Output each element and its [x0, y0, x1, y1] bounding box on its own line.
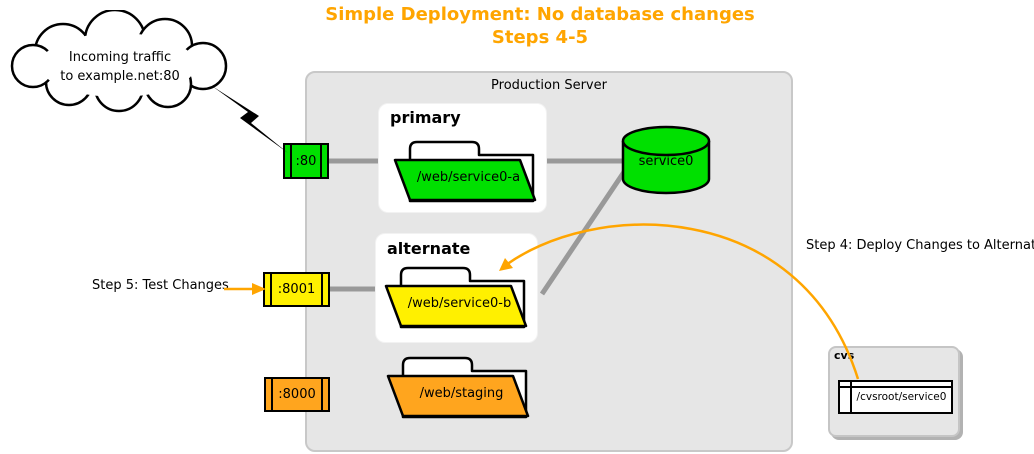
primary-zone-label: primary	[390, 108, 461, 127]
cloud-icon	[10, 10, 228, 113]
title-line-1: Simple Deployment: No database changes	[325, 4, 755, 25]
port-8000: :8000	[264, 377, 330, 412]
database-label: service0	[638, 154, 694, 169]
step5-annotation: Step 5: Test Changes	[92, 278, 229, 293]
primary-folder-path: /web/service0-a	[416, 170, 521, 185]
step4-annotation: Step 4: Deploy Changes to Alternate	[806, 238, 1034, 253]
diagram-title: Simple Deployment: No database changes S…	[240, 3, 840, 49]
port-80-label: :80	[295, 153, 317, 169]
primary-folder: /web/service0-a	[393, 139, 538, 203]
cloud-label-line-2: to example.net:80	[60, 69, 180, 84]
title-line-2: Steps 4-5	[491, 27, 589, 48]
alternate-folder: /web/service0-b	[384, 265, 529, 329]
staging-folder-path: /web/staging	[419, 386, 504, 401]
port-8001-label: :8001	[277, 282, 316, 297]
cvs-panel-label: cvs	[834, 349, 855, 362]
service0-database: service0	[620, 124, 712, 196]
alternate-folder-path: /web/service0-b	[407, 296, 512, 311]
port-80: :80	[283, 143, 329, 179]
cloud-label: Incoming traffic to example.net:80	[25, 48, 215, 86]
staging-folder: /web/staging	[386, 355, 531, 419]
production-server-label: Production Server	[491, 78, 607, 93]
cloud-label-line-1: Incoming traffic	[68, 50, 172, 65]
cvs-repo-path: /cvsroot/service0	[856, 391, 947, 403]
alternate-zone-label: alternate	[387, 239, 471, 258]
port-8000-label: :8000	[278, 387, 316, 402]
port-8001: :8001	[263, 272, 330, 307]
folder-icon	[386, 356, 530, 419]
folder-icon	[393, 140, 537, 203]
cvs-repo-box: /cvsroot/service0	[838, 380, 953, 414]
database-cylinder-icon	[621, 125, 711, 195]
folder-icon	[384, 266, 528, 329]
